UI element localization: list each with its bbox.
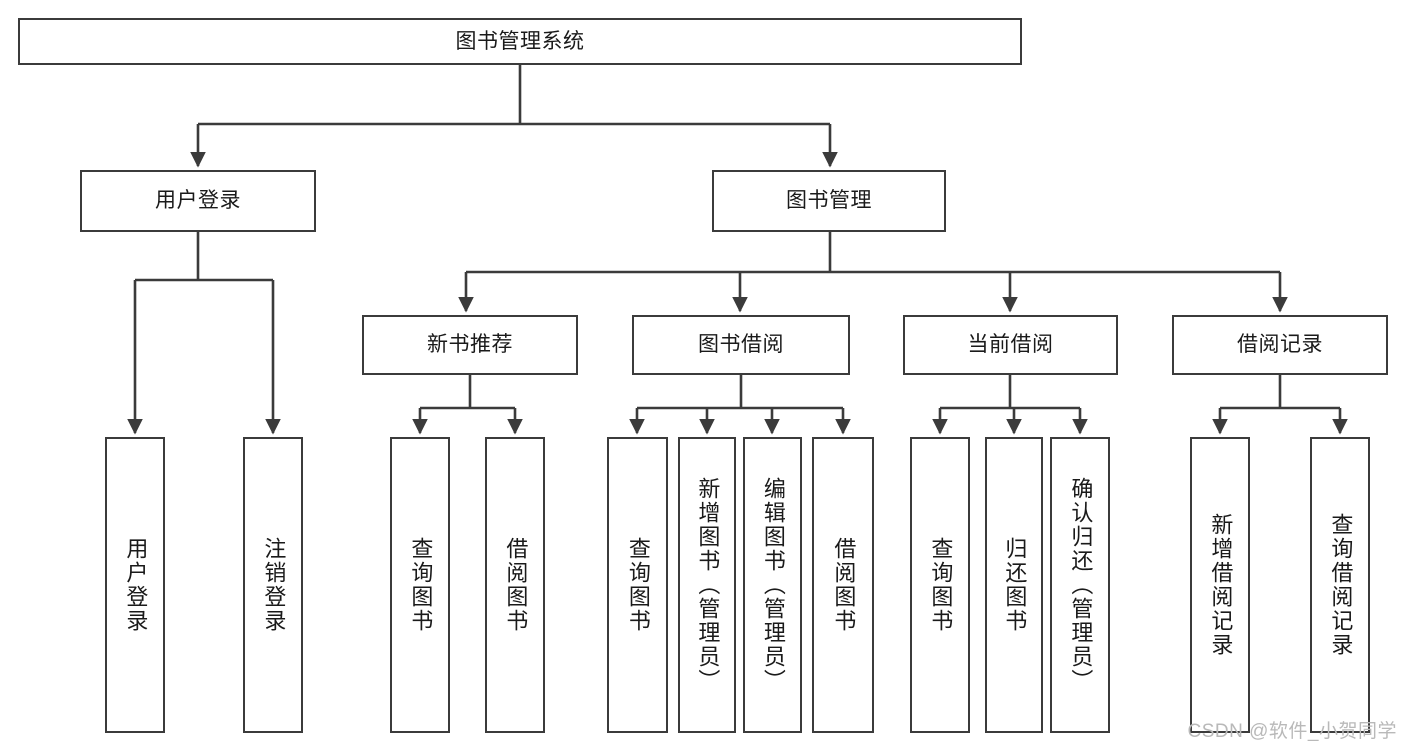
node-book-borrow-label: 图书借阅 — [698, 333, 784, 357]
node-root[interactable]: 图书管理系统 — [18, 18, 1022, 65]
node-new-book-recommend-label: 新书推荐 — [427, 333, 513, 357]
leaf-nb-borrow-book-label: 借阅图书 — [503, 537, 529, 633]
leaf-cb-query-book-label: 查询图书 — [928, 537, 954, 633]
watermark: CSDN @软件_小贺同学 — [1187, 721, 1397, 742]
leaf-cb-return-book-label: 归还图书 — [1002, 537, 1028, 633]
leaf-nb-query-book-label: 查询图书 — [408, 537, 434, 633]
node-root-label: 图书管理系统 — [455, 29, 585, 53]
node-user-login-label: 用户登录 — [155, 189, 241, 213]
leaf-br-add-record[interactable]: 新增借阅记录 — [1190, 437, 1250, 733]
leaf-bb-query-book[interactable]: 查询图书 — [607, 437, 668, 733]
node-new-book-recommend[interactable]: 新书推荐 — [362, 315, 578, 375]
node-book-manage[interactable]: 图书管理 — [712, 170, 946, 232]
leaf-bb-borrow-book[interactable]: 借阅图书 — [812, 437, 874, 733]
leaf-bb-add-book[interactable]: 新增图书（管理员） — [678, 437, 736, 733]
node-borrow-record[interactable]: 借阅记录 — [1172, 315, 1388, 375]
leaf-nb-query-book[interactable]: 查询图书 — [390, 437, 450, 733]
leaf-cb-confirm-return[interactable]: 确认归还（管理员） — [1050, 437, 1110, 733]
leaf-br-query-record[interactable]: 查询借阅记录 — [1310, 437, 1370, 733]
leaf-bb-edit-book-label: 编辑图书（管理员） — [760, 477, 786, 693]
leaf-bb-edit-book[interactable]: 编辑图书（管理员） — [743, 437, 802, 733]
leaf-bb-add-book-label: 新增图书（管理员） — [695, 477, 721, 693]
leaf-cb-return-book[interactable]: 归还图书 — [985, 437, 1043, 733]
leaf-user-logout-label: 注销登录 — [261, 537, 287, 633]
node-user-login[interactable]: 用户登录 — [80, 170, 316, 232]
leaf-nb-borrow-book[interactable]: 借阅图书 — [485, 437, 545, 733]
node-borrow-record-label: 借阅记录 — [1237, 333, 1323, 357]
leaf-br-add-record-label: 新增借阅记录 — [1208, 513, 1234, 657]
leaf-bb-query-book-label: 查询图书 — [625, 537, 651, 633]
node-book-manage-label: 图书管理 — [786, 189, 872, 213]
leaf-bb-borrow-book-label: 借阅图书 — [831, 537, 857, 633]
node-current-borrow-label: 当前借阅 — [967, 333, 1054, 357]
leaf-user-logout[interactable]: 注销登录 — [243, 437, 303, 733]
leaf-cb-query-book[interactable]: 查询图书 — [910, 437, 970, 733]
leaf-user-login[interactable]: 用户登录 — [105, 437, 165, 733]
leaf-cb-confirm-return-label: 确认归还（管理员） — [1068, 477, 1094, 693]
leaf-user-login-label: 用户登录 — [123, 537, 149, 633]
leaf-br-query-record-label: 查询借阅记录 — [1328, 513, 1354, 657]
node-book-borrow[interactable]: 图书借阅 — [632, 315, 850, 375]
node-current-borrow[interactable]: 当前借阅 — [903, 315, 1118, 375]
